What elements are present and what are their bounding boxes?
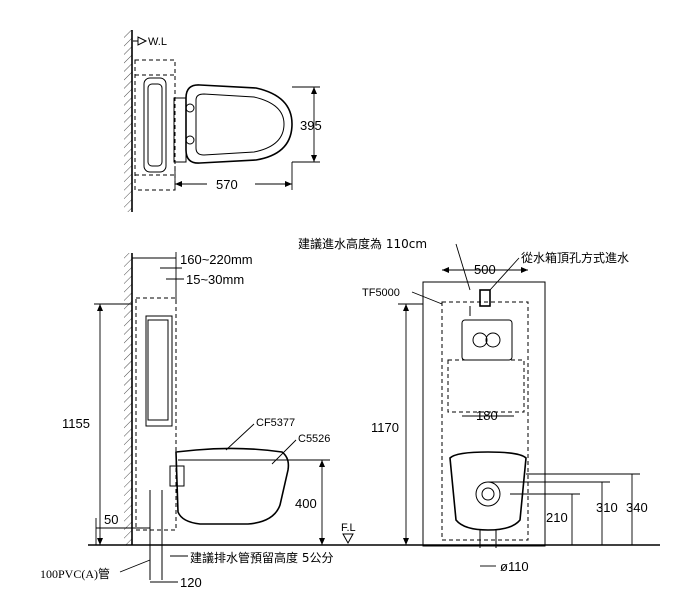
fl-label: F.L (341, 522, 356, 534)
dim-400: 400 (295, 496, 317, 511)
dim-1155: 1155 (62, 416, 90, 431)
dim-500: 500 (474, 262, 496, 277)
inlet-height-note: 建議進水高度為 110cm (298, 236, 427, 251)
dim-120: 120 (180, 575, 202, 590)
top-wall (124, 30, 132, 212)
dim-50: 50 (104, 512, 118, 527)
dim-340: 340 (626, 500, 648, 515)
dim-395: 395 (300, 118, 322, 133)
dim-160-220: 160~220mm (180, 252, 253, 267)
dim-570: 570 (216, 177, 238, 192)
top-view: W.L 395 570 (124, 30, 322, 212)
wl-label: W.L (148, 36, 167, 48)
pipe-label: 100PVC(A)管 (40, 566, 110, 581)
side-wall (124, 253, 132, 545)
side-view: 160~220mm 15~30mm 1155 CF5377 C5526 400 … (40, 252, 660, 590)
drain-note: 建議排水管預留高度 5公分 (190, 550, 333, 565)
model-c5526: C5526 (298, 433, 330, 445)
dim-15-30: 15~30mm (186, 272, 244, 287)
dim-1170: 1170 (371, 420, 399, 435)
tank-top-inlet-note: 從水箱頂孔方式進水 (521, 250, 629, 265)
dim-310: 310 (596, 500, 618, 515)
dim-210: 210 (546, 510, 568, 525)
dim-180: 180 (476, 408, 498, 423)
model-cf5377: CF5377 (256, 417, 295, 429)
dim-d110: ø110 (500, 559, 529, 574)
front-view: 建議進水高度為 110cm 從水箱頂孔方式進水 TF5000 500 180 1… (298, 236, 648, 574)
tank-model: TF5000 (362, 287, 400, 299)
